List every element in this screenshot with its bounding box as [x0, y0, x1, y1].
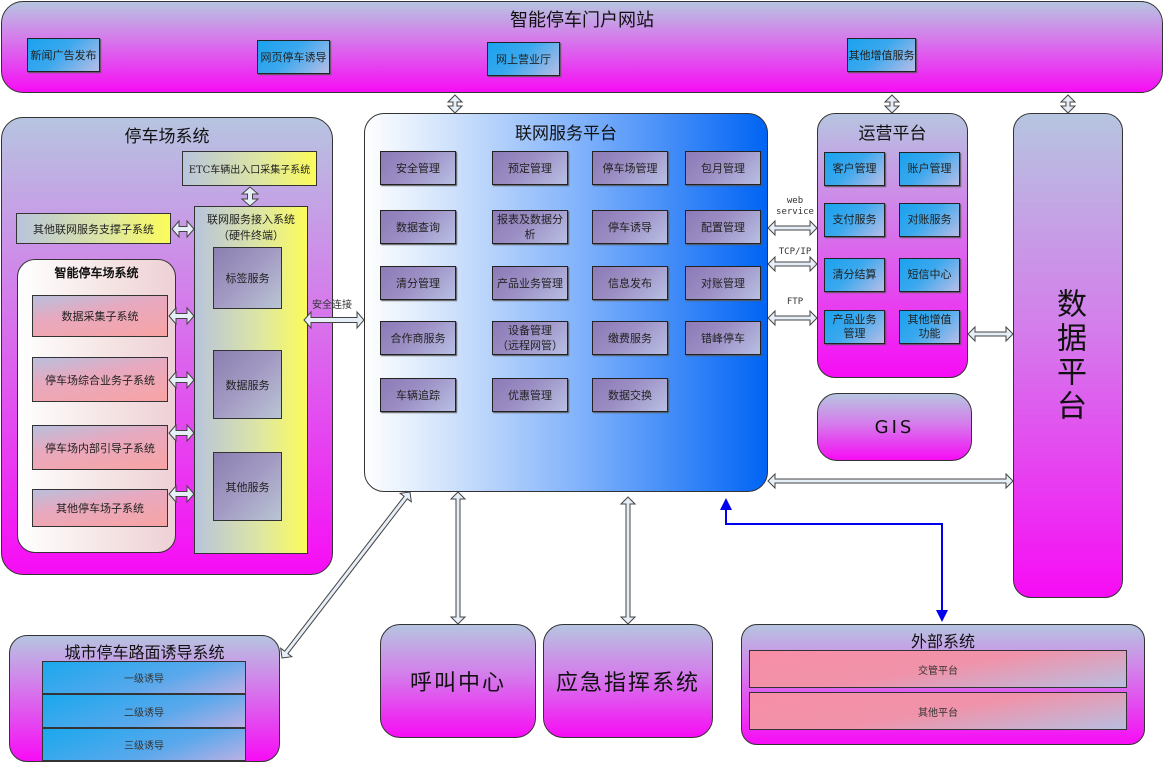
- external-link-arrowhead-down: [936, 610, 948, 622]
- ops-item-account[interactable]: 账户管理: [899, 152, 960, 186]
- arrow-platform-emergency: [619, 496, 637, 625]
- arrow-portal-operations: [883, 94, 901, 114]
- portal-item-web-guidance[interactable]: 网页停车诱导: [257, 40, 330, 74]
- gis-box[interactable]: GIS: [817, 393, 972, 461]
- external-link-connector: [725, 505, 943, 612]
- platform-module-reservation[interactable]: 预定管理: [492, 151, 568, 185]
- arrow-webservice: [767, 219, 818, 237]
- arrow-other-access: [168, 484, 195, 504]
- guidance-level-1[interactable]: 一级诱导: [42, 661, 246, 694]
- other-service[interactable]: 其他服务: [213, 452, 282, 521]
- arrow-portal-platform: [446, 94, 464, 114]
- emergency-title: 应急指挥系统: [555, 671, 700, 696]
- platform-module-report-analysis[interactable]: 报表及数据分析: [492, 210, 568, 244]
- subsystem-data-collection[interactable]: 数据采集子系统: [32, 295, 168, 337]
- portal-item-value-added[interactable]: 其他增值服务: [847, 38, 916, 72]
- platform-module-off-peak-parking[interactable]: 错峰停车: [685, 321, 761, 355]
- gis-title: GIS: [874, 416, 915, 438]
- platform-module-data-exchange[interactable]: 数据交换: [592, 378, 668, 412]
- arrow-portal-data: [1059, 94, 1077, 114]
- external-traffic-platform[interactable]: 交管平台: [749, 650, 1127, 688]
- ops-item-customer[interactable]: 客户管理: [824, 152, 885, 186]
- platform-module-product-business[interactable]: 产品业务管理: [492, 266, 568, 300]
- protocol-webservice-label: web service: [776, 196, 814, 217]
- label-service[interactable]: 标签服务: [213, 247, 282, 309]
- platform-module-reconciliation[interactable]: 对账管理: [685, 266, 761, 300]
- parking-system-title: 停车场系统: [124, 127, 210, 147]
- portal-item-online-hall[interactable]: 网上营业厅: [487, 42, 560, 76]
- external-title: 外部系统: [910, 632, 975, 651]
- platform-module-payment-service[interactable]: 缴费服务: [592, 321, 668, 355]
- platform-module-vehicle-tracking[interactable]: 车辆追踪: [380, 378, 456, 412]
- emergency-box[interactable]: 应急指挥系统: [543, 624, 713, 738]
- portal-item-news[interactable]: 新闻广告发布: [27, 38, 100, 72]
- access-system-title-2: （硬件终端）: [218, 229, 284, 242]
- call-center-box[interactable]: 呼叫中心: [380, 624, 536, 738]
- smart-parking-title: 智能停车场系统: [54, 266, 139, 280]
- arrow-support-access: [171, 219, 195, 239]
- platform-module-device-management[interactable]: 设备管理 （远程网管）: [492, 321, 568, 355]
- arrow-internal-access: [168, 423, 195, 443]
- platform-module-data-query[interactable]: 数据查询: [380, 210, 456, 244]
- ops-item-clearing-settlement[interactable]: 清分结算: [824, 258, 885, 292]
- external-link-arrowhead-up: [720, 498, 732, 510]
- access-system-title-1: 联网服务接入系统: [207, 213, 295, 226]
- subsystem-other-parking[interactable]: 其他停车场子系统: [32, 489, 168, 527]
- platform-module-info-publish[interactable]: 信息发布: [592, 266, 668, 300]
- arrow-collect-access: [168, 306, 195, 326]
- network-platform-title: 联网服务平台: [515, 124, 617, 144]
- platform-module-discount[interactable]: 优惠管理: [492, 378, 568, 412]
- data-service[interactable]: 数据服务: [213, 350, 282, 419]
- portal-group: 智能停车门户网站: [1, 1, 1163, 93]
- operations-title: 运营平台: [858, 124, 927, 144]
- ops-item-payment[interactable]: 支付服务: [824, 203, 885, 237]
- arrow-business-access: [168, 370, 195, 390]
- ops-item-sms-center[interactable]: 短信中心: [899, 258, 960, 292]
- external-other-platform[interactable]: 其他平台: [749, 692, 1127, 730]
- platform-module-config[interactable]: 配置管理: [685, 210, 761, 244]
- protocol-ftp-label: FTP: [786, 297, 804, 307]
- arrow-ftp: [767, 309, 818, 327]
- arrow-ops-data: [967, 325, 1014, 343]
- platform-module-monthly[interactable]: 包月管理: [685, 151, 761, 185]
- platform-module-parking-lot[interactable]: 停车场管理: [592, 151, 668, 185]
- ops-item-reconciliation[interactable]: 对账服务: [899, 203, 960, 237]
- ops-item-product-business[interactable]: 产品业务 管理: [824, 310, 885, 344]
- portal-title: 智能停车门户网站: [510, 10, 654, 31]
- guidance-level-2[interactable]: 二级诱导: [42, 694, 246, 728]
- arrow-secure-link: [303, 310, 365, 330]
- data-platform-title: 数据平台: [1051, 287, 1086, 424]
- platform-module-clearing[interactable]: 清分管理: [380, 266, 456, 300]
- arrow-guidance-platform: [280, 491, 412, 659]
- arrow-etc-access: [240, 186, 260, 207]
- arrow-platform-data: [767, 472, 1014, 490]
- platform-module-parking-guidance[interactable]: 停车诱导: [592, 210, 668, 244]
- protocol-tcpip-label: TCP/IP: [778, 247, 812, 257]
- data-platform-box[interactable]: 数据平台: [1013, 113, 1123, 598]
- subsystem-internal-guidance[interactable]: 停车场内部引导子系统: [32, 425, 168, 470]
- call-center-title: 呼叫中心: [409, 671, 506, 696]
- platform-module-security[interactable]: 安全管理: [380, 151, 456, 185]
- etc-subsystem[interactable]: ETC车辆出入口采集子系统: [182, 151, 317, 186]
- guidance-level-3[interactable]: 三级诱导: [42, 728, 246, 761]
- ops-item-other-value-added[interactable]: 其他增值 功能: [899, 310, 960, 344]
- secure-link-label: 安全连接: [312, 300, 352, 311]
- platform-module-partner-service[interactable]: 合作商服务: [380, 321, 456, 355]
- other-support-subsystem[interactable]: 其他联网服务支撑子系统: [16, 213, 171, 244]
- city-guidance-title: 城市停车路面诱导系统: [64, 643, 225, 662]
- subsystem-integrated-business[interactable]: 停车场综合业务子系统: [32, 357, 168, 402]
- arrow-platform-callcenter: [449, 491, 467, 625]
- arrow-tcpip: [767, 255, 818, 273]
